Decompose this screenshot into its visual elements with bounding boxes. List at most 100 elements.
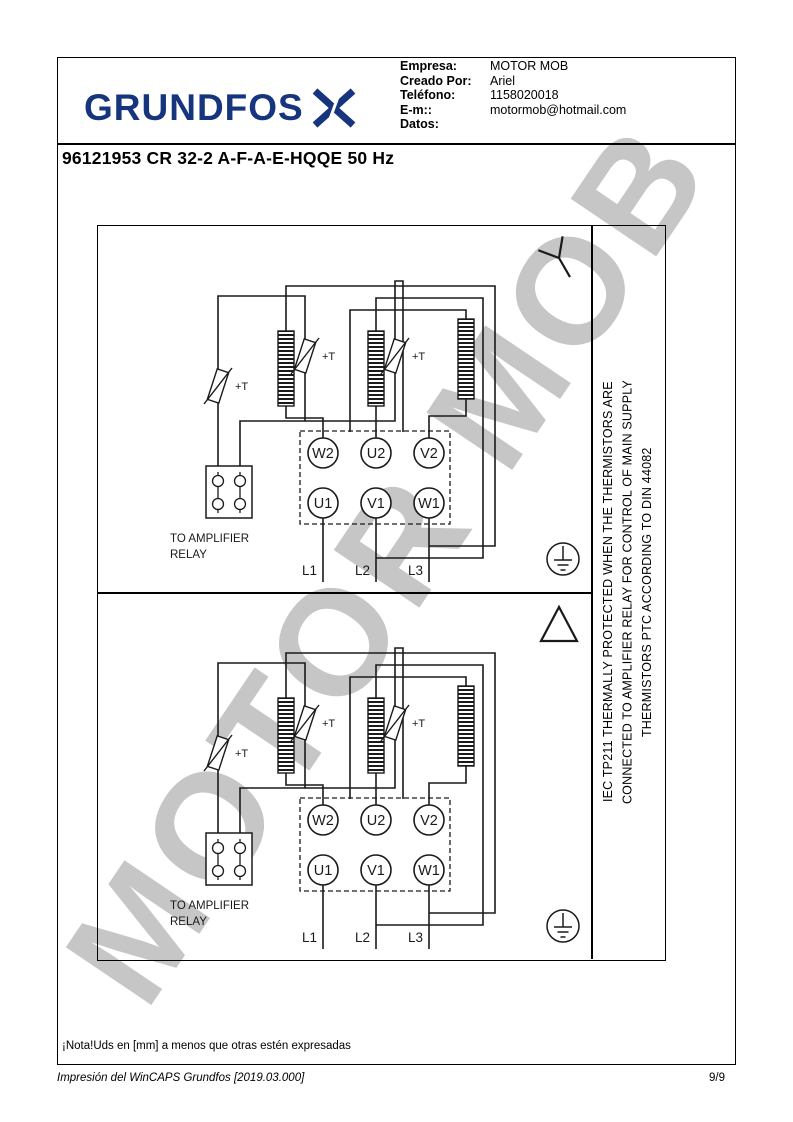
motor-windings <box>277 318 475 407</box>
supply-line-label: L3 <box>408 563 423 578</box>
terminal-circle <box>307 854 339 886</box>
terminal-label: U2 <box>367 446 386 462</box>
info-value: MOTOR MOB <box>490 59 569 73</box>
relay-label-line2: RELAY <box>170 916 207 928</box>
motor-winding <box>457 318 475 400</box>
terminal-circles <box>307 437 445 519</box>
terminal-label: V2 <box>420 446 438 462</box>
side-note-line: CONNECTED TO AMPLIFIER RELAY FOR CONTROL… <box>620 380 635 805</box>
terminal-label: U2 <box>367 813 386 829</box>
thermistor-label: +T <box>322 718 335 730</box>
info-label: E-m:: <box>400 102 432 117</box>
info-row: E-m:: motormob@hotmail.com <box>400 103 626 118</box>
star-connection-icon <box>537 236 571 278</box>
product-title: 96121953 CR 32-2 A-F-A-E-HQQE 50 Hz <box>62 148 395 168</box>
thermistor-label: +T <box>322 351 335 363</box>
relay-label: TO AMPLIFIER RELAY <box>170 900 249 928</box>
terminal-label: U1 <box>314 863 333 879</box>
side-note-line: THERMISTORS PTC ACCORDING TO DIN 44082 <box>639 447 654 738</box>
print-info: Impresión del WinCAPS Grundfos [2019.03.… <box>57 1072 305 1084</box>
terminal-label: W2 <box>312 813 334 829</box>
units-note: ¡Nota!Uds en [mm] a menos que otras esté… <box>62 1040 351 1052</box>
thermistor-label: +T <box>412 718 425 730</box>
grundfos-logo-text: GRUNDFOS <box>84 87 304 128</box>
terminal-label: V1 <box>367 496 385 512</box>
relay-label-line2: RELAY <box>170 549 207 561</box>
terminal-circle <box>360 804 392 836</box>
wiring-diagram-delta: +T +T +T <box>170 604 580 949</box>
connector-pin <box>233 841 247 855</box>
supply-line-label: L1 <box>302 563 317 578</box>
info-row: Empresa: MOTOR MOB <box>400 59 626 74</box>
supply-line-labels: L1 L2 L3 <box>302 930 423 945</box>
connector-pin <box>233 497 247 511</box>
grundfos-x-icon <box>312 85 356 133</box>
terminal-labels: W2 U2 V2 U1 V1 W1 <box>312 446 440 512</box>
thermistors: +T +T +T <box>203 704 425 772</box>
terminal-label: V1 <box>367 863 385 879</box>
motor-winding <box>367 330 385 407</box>
side-note-line: IEC TP211 THERMALLY PROTECTED WHEN THE T… <box>600 382 615 803</box>
thermistors: +T +T +T <box>203 337 425 405</box>
supply-line-label: L2 <box>355 563 370 578</box>
terminal-box-outline <box>299 797 451 892</box>
side-note-text: IEC TP211 THERMALLY PROTECTED WHEN THE T… <box>599 380 657 804</box>
terminal-circle <box>360 487 392 519</box>
info-row: Creado Por: Ariel <box>400 74 626 89</box>
terminal-circle <box>360 437 392 469</box>
relay-connector <box>205 465 253 519</box>
connector-pin <box>211 841 225 855</box>
ground-icon <box>546 909 580 943</box>
terminal-circle <box>413 487 445 519</box>
relay-label: TO AMPLIFIER RELAY <box>170 533 249 561</box>
terminal-label: W1 <box>418 496 440 512</box>
info-label: Creado Por: <box>400 73 472 88</box>
connector-pin <box>211 474 225 488</box>
relay-label-line1: TO AMPLIFIER <box>170 900 249 912</box>
relay-connector <box>205 832 253 886</box>
info-label: Datos: <box>400 117 439 131</box>
page-number: 9/9 <box>709 1072 725 1084</box>
supply-line-label: L3 <box>408 930 423 945</box>
grundfos-logo: GRUNDFOS <box>84 85 356 133</box>
supply-line-label: L1 <box>302 930 317 945</box>
motor-windings <box>277 685 475 774</box>
connector-pin <box>233 474 247 488</box>
wiring-diagram-star: +T +T +T <box>170 236 580 582</box>
terminal-circle <box>360 854 392 886</box>
info-label: Empresa: <box>400 59 457 73</box>
info-value: 1158020018 <box>490 88 559 102</box>
motor-winding <box>277 330 295 407</box>
company-info-block: Empresa: MOTOR MOB Creado Por: Ariel Tel… <box>400 59 626 132</box>
info-value: motormob@hotmail.com <box>490 102 627 117</box>
thermistor-label: +T <box>235 381 248 393</box>
terminal-circle <box>413 804 445 836</box>
terminal-circle <box>307 804 339 836</box>
motor-winding <box>457 685 475 767</box>
wiring-diagram-panel: +T +T +T <box>97 225 666 961</box>
terminal-label: U1 <box>314 496 333 512</box>
terminal-box-outline <box>299 430 451 525</box>
header-divider <box>57 143 736 145</box>
info-row: Teléfono: 1158020018 <box>400 88 626 103</box>
info-label: Teléfono: <box>400 88 456 102</box>
terminal-label: W2 <box>312 446 334 462</box>
motor-winding <box>367 697 385 774</box>
page-border <box>57 57 736 1065</box>
terminal-label: W1 <box>418 863 440 879</box>
info-value: Ariel <box>490 73 516 88</box>
thermistor-label: +T <box>412 351 425 363</box>
terminal-circle <box>307 437 339 469</box>
motor-winding <box>277 697 295 774</box>
connector-pin <box>233 864 247 878</box>
diagram-divider-horizontal <box>98 592 592 594</box>
supply-line-labels: L1 L2 L3 <box>302 563 423 578</box>
supply-line-label: L2 <box>355 930 370 945</box>
terminal-labels: W2 U2 V2 U1 V1 W1 <box>312 813 440 879</box>
relay-label-line1: TO AMPLIFIER <box>170 533 249 545</box>
ground-icon <box>546 542 580 576</box>
terminal-label: V2 <box>420 813 438 829</box>
diagram-divider-vertical <box>591 226 593 959</box>
info-row: Datos: <box>400 117 626 132</box>
